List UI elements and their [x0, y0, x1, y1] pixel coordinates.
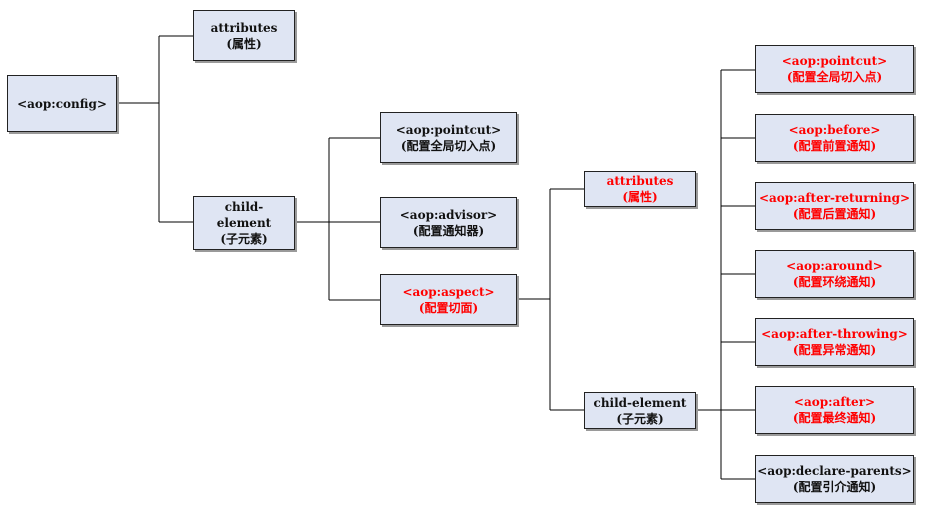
node-label: <aop:after> [793, 395, 876, 409]
node-label: child- [224, 200, 264, 214]
node-label: <aop:aspect> [402, 284, 495, 299]
aspect-node: <aop:aspect> (配置切面) [380, 274, 517, 325]
node-label: child-element [593, 395, 687, 410]
node-label: <aop:config> [17, 96, 107, 111]
after-returning-node: <aop:after-returning> (配置后置通知) [755, 182, 914, 230]
node-label: attributes [606, 174, 674, 188]
node-sublabel: (配置全局切入点) [400, 138, 497, 153]
node-sublabel: (配置引介通知) [792, 480, 877, 494]
node-sublabel: (配置切面) [418, 300, 479, 315]
child-element-node: child- element (子元素) [193, 196, 295, 250]
node-label: <aop:advisor> [399, 207, 498, 222]
aspect-child-element-node: child-element (子元素) [584, 392, 696, 429]
node-label: <aop:pointcut> [395, 122, 502, 137]
node-sublabel: (配置通知器) [412, 223, 485, 238]
node-sublabel: (配置全局切入点) [786, 70, 883, 84]
node-sublabel: (配置前置通知) [792, 139, 877, 153]
node-sublabel: (配置环绕通知) [792, 275, 877, 289]
node-sublabel: (配置异常通知) [792, 343, 877, 357]
node-label-cont: element [216, 216, 272, 230]
node-label: <aop:pointcut> [781, 54, 888, 68]
around-node: <aop:around> (配置环绕通知) [755, 250, 914, 298]
node-sublabel: (配置最终通知) [792, 411, 877, 425]
after-node: <aop:after> (配置最终通知) [755, 386, 914, 434]
node-label: <aop:after-returning> [758, 191, 911, 205]
node-sublabel: (子元素) [220, 232, 268, 246]
aspect-pointcut-node: <aop:pointcut> (配置全局切入点) [755, 45, 914, 93]
node-sublabel: (配置后置通知) [792, 207, 877, 221]
node-sublabel: (属性) [622, 190, 658, 204]
node-label: <aop:around> [786, 259, 883, 273]
advisor-node: <aop:advisor> (配置通知器) [380, 197, 517, 248]
pointcut-node: <aop:pointcut> (配置全局切入点) [380, 112, 517, 163]
before-node: <aop:before> (配置前置通知) [755, 114, 914, 162]
node-label: <aop:declare-parents> [757, 464, 912, 478]
attributes-node: attributes (属性) [193, 10, 295, 61]
aop-config-node: <aop:config> [7, 75, 117, 132]
node-label: attributes [210, 20, 278, 35]
after-throwing-node: <aop:after-throwing> (配置异常通知) [755, 318, 914, 366]
aspect-attributes-node: attributes (属性) [584, 171, 696, 207]
node-label: <aop:after-throwing> [761, 327, 908, 341]
declare-parents-node: <aop:declare-parents> (配置引介通知) [755, 455, 914, 503]
node-sublabel: (子元素) [616, 411, 664, 426]
node-sublabel: (属性) [226, 36, 262, 51]
node-label: <aop:before> [788, 123, 881, 137]
